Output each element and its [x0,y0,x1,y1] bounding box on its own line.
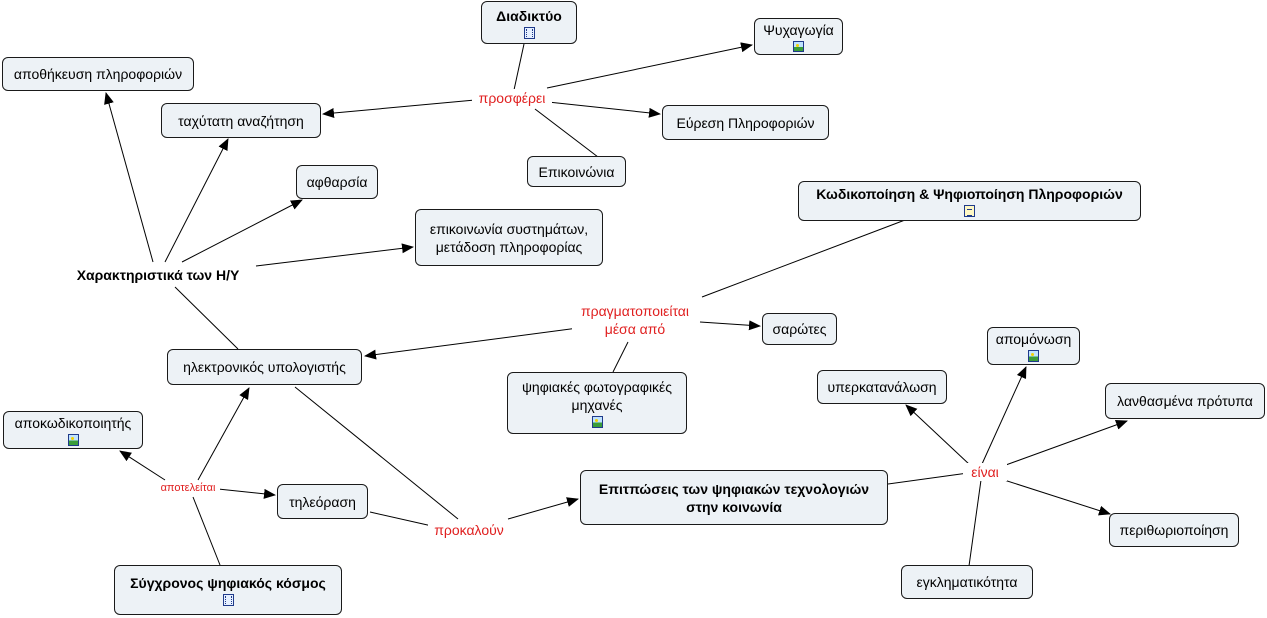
node-epikoinonia-systimaton-line1: επικοινωνία συστημάτων, [429,220,589,237]
node-diadiktyo[interactable]: Διαδικτύο [481,1,577,44]
arrow-apoteleitai-tileorasi [217,488,276,499]
node-psifiakes[interactable]: ψηφιακές φωτογραφικές μηχανές [507,372,687,434]
node-taxytati-label: ταχύτατη αναζήτηση [178,112,304,129]
link-label-einai[interactable]: είναι [963,463,1007,481]
arrow-prokaloun-epiptoseis [507,497,579,520]
node-aftharsia[interactable]: αφθαρσία [296,165,378,199]
link-char-ilektronikos [174,286,239,350]
arrow-einai-lanthasmena [1002,420,1128,467]
link-epiptoseis-einai [887,472,969,485]
node-lanthasmena-label: λανθασμένα πρότυπα [1117,393,1253,409]
node-perithoriopoiisi-label: περιθωριοποίηση [1119,522,1229,538]
node-kodikopoiisi-label: Κωδικοποίηση & Ψηφιοποίηση Πληροφοριών [816,186,1123,202]
link-kodikopoiisi-pragmatopoieitai [701,219,906,298]
link-label-prosferei[interactable]: προσφέρει [472,89,552,107]
node-apothikeusi-label: αποθήκευση πληροφοριών [13,66,183,82]
node-apokodikopoiitis[interactable]: αποκωδικοποιητής [3,411,143,449]
node-egklimatikotita-label: εγκληματικότητα [916,574,1018,590]
link-diadiktyo-prosferei [513,43,525,91]
image-icon[interactable] [591,416,603,428]
concept-charaktiristika[interactable]: Χαρακτηριστικά των Η/Υ [76,267,240,283]
node-eyresi-label: Εύρεση Πληροφοριών [676,114,815,131]
arrow-prosferei-taxytati [322,99,476,118]
link-pragmatopoieitai-psifiakes [612,341,629,373]
arrow-pragmatopoieitai-ilektronikos [364,327,579,360]
node-sygxronos[interactable]: Σύγχρονος ψηφιακός κόσμος [114,565,342,615]
node-sarotes[interactable]: σαρώτες [762,313,837,345]
link-label-pragmatopoieitai-line2: μέσα από [604,321,666,337]
node-eyresi[interactable]: Εύρεση Πληροφοριών [662,105,829,140]
link-label-apoteleitai[interactable]: αποτελείται [156,481,220,495]
arrow-prosferei-psychagogia [546,42,753,89]
node-psychagogia-label: Ψυχαγωγία [763,22,834,38]
node-psychagogia[interactable]: Ψυχαγωγία [754,18,843,55]
arrow-einai-yperkatanalosi [905,404,971,466]
node-apomonosi-label: απομόνωση [995,331,1072,347]
node-aftharsia-label: αφθαρσία [306,174,368,190]
node-apokodikopoiitis-label: αποκωδικοποιητής [14,415,132,431]
node-tileorasi[interactable]: τηλεόραση [277,484,368,519]
node-diadiktyo-label: Διαδικτύο [496,7,562,24]
node-yperkatanalosi[interactable]: υπερκατανάλωση [817,370,947,404]
link-label-pragmatopoieitai[interactable]: πραγματοποιείται μέσα από [572,302,698,338]
node-apomonosi[interactable]: απομόνωση [987,327,1080,365]
node-lanthasmena[interactable]: λανθασμένα πρότυπα [1105,383,1265,419]
arrow-apoteleitai-ilektronikos [197,387,250,481]
node-sarotes-label: σαρώτες [772,321,827,337]
node-perithoriopoiisi[interactable]: περιθωριοποίηση [1109,513,1239,547]
image-icon[interactable] [793,41,804,52]
link-label-prokaloun[interactable]: προκαλούν [428,521,510,539]
node-epikoinonia-systimaton[interactable]: επικοινωνία συστημάτων, μετάδοση πληροφο… [415,209,603,266]
arrow-char-taxytati [164,138,229,263]
arrow-apoteleitai-apokodikopoiitis [119,450,166,481]
link-egklimatikotita-einai [968,479,982,567]
node-egklimatikotita[interactable]: εγκληματικότητα [901,565,1033,599]
node-apothikeusi[interactable]: αποθήκευση πληροφοριών [2,57,194,91]
arrow-char-aftharsia [181,199,303,263]
image-icon[interactable] [67,434,79,446]
node-sygxronos-label: Σύγχρονος ψηφιακός κόσμος [130,575,326,591]
node-epikoinonia-systimaton-line2: μετάδοση πληροφορίας [435,238,583,255]
link-ilektronikos-prokaloun [294,386,459,520]
link-prosferei-epikoinonia [534,108,599,158]
arrow-pragmatopoieitai-sarotes [699,320,761,331]
node-epikoinonia[interactable]: Επικοινώνια [527,156,626,187]
arrow-char-epikoinonia-systimaton [255,243,414,267]
arrow-char-apothikeusi [104,92,154,263]
node-yperkatanalosi-label: υπερκατανάλωση [827,379,937,395]
document-icon[interactable] [964,205,975,217]
image-icon[interactable] [1028,350,1039,362]
node-epiptoseis-line2: στην κοινωνία [686,498,782,515]
node-epiptoseis[interactable]: Επιτπώσεις των ψηφιακών τεχνολογιών στην… [580,470,888,525]
arrow-einai-apomonosi [981,366,1027,465]
node-psifiakes-line1: ψηφιακές φωτογραφικές [521,379,673,395]
film-icon[interactable] [523,26,535,39]
link-tileorasi-prokaloun [369,511,433,527]
link-sygxronos-apoteleitai [192,496,221,566]
link-label-pragmatopoieitai-line1: πραγματοποιείται [580,303,690,319]
node-ilektronikos[interactable]: ηλεκτρονικός υπολογιστής [167,349,362,385]
node-tileorasi-label: τηλεόραση [289,493,356,510]
node-epiptoseis-line1: Επιτπώσεις των ψηφιακών τεχνολογιών [598,480,870,497]
node-ilektronikos-label: ηλεκτρονικός υπολογιστής [183,359,346,375]
node-epikoinonia-label: Επικοινώνια [538,163,615,180]
node-psifiakes-line2: μηχανές [571,397,623,413]
arrow-einai-perithoriopoiisi [1000,478,1111,516]
film-icon[interactable] [222,594,234,606]
node-kodikopoiisi[interactable]: Κωδικοποίηση & Ψηφιοποίηση Πληροφοριών [798,181,1141,221]
node-taxytati[interactable]: ταχύτατη αναζήτηση [161,103,321,138]
arrow-prosferei-eyresi [547,101,661,118]
